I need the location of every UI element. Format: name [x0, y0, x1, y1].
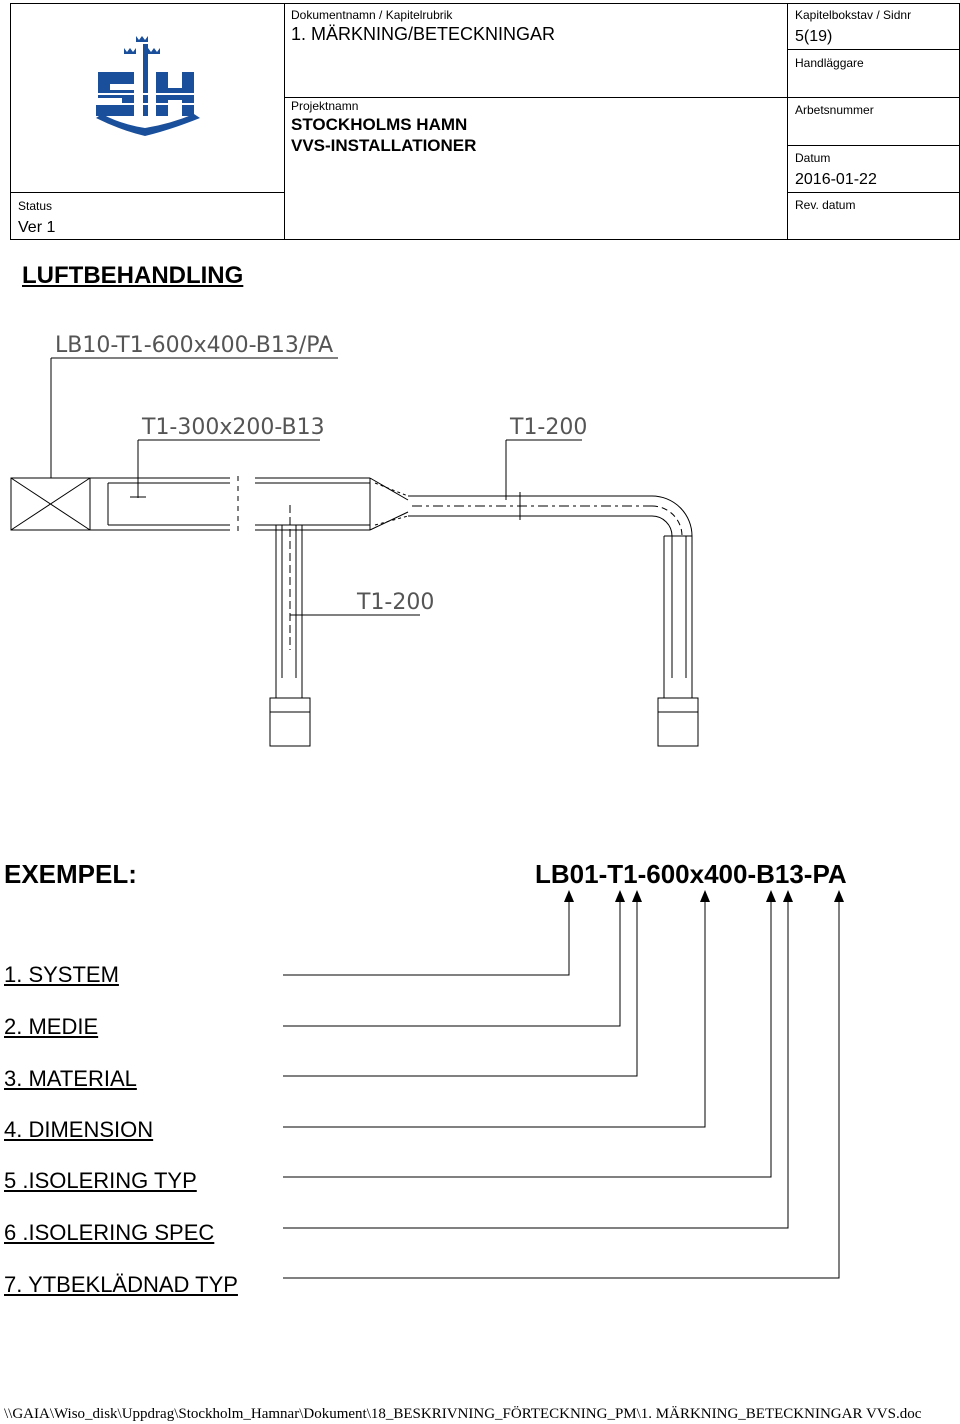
company-logo [90, 32, 206, 140]
legend-item-isolering-spec: 6 .ISOLERING SPEC [4, 1220, 215, 1245]
arrow-ytbekladnad-typ [834, 890, 844, 902]
document-name-value: 1. MÄRKNING/BETECKNINGAR [291, 24, 556, 44]
drawing-label-right: T1-200 [509, 415, 587, 440]
legend-item-system: 1. SYSTEM [4, 962, 119, 987]
arrow-isolering-spec [783, 890, 793, 902]
legend-item-isolering-typ: 5 .ISOLERING TYP [4, 1168, 197, 1193]
legend-item-dimension: 4. DIMENSION [4, 1117, 154, 1142]
handler-label: Handläggare [795, 56, 864, 70]
legend-item-material: 3. MATERIAL [4, 1066, 137, 1091]
project-name-label: Projektnamn [291, 99, 359, 113]
project-name-line1: STOCKHOLMS HAMN [291, 115, 468, 134]
document-name-label: Dokumentnamn / Kapitelrubrik [291, 8, 453, 22]
damper-box [10, 477, 91, 531]
stockholms-hamn-crown-logo-icon [96, 36, 200, 136]
revision-date-label: Rev. datum [795, 198, 856, 212]
project-name-line2: VVS-INSTALLATIONER [291, 136, 477, 155]
section-title: LUFTBEHANDLING [22, 262, 244, 289]
legend-item-ytbekladnad-typ: 7. YTBEKLÄDNAD TYP [4, 1272, 238, 1297]
legend-item-medie: 2. MEDIE [4, 1014, 99, 1039]
arrow-material [632, 890, 642, 902]
date-label: Datum [795, 151, 831, 165]
drawing-label-main: LB10-T1-600x400-B13/PA [55, 333, 333, 358]
chapter-value: 5(19) [795, 28, 833, 45]
arrow-isolering-typ [766, 890, 776, 902]
status-value: Ver 1 [18, 219, 56, 236]
example-label: EXEMPEL: [4, 859, 137, 889]
arrow-medie [615, 890, 625, 902]
date-value: 2016-01-22 [795, 171, 877, 188]
footer-file-path: \\GAIA\Wiso_disk\Uppdrag\Stockholm_Hamna… [4, 1406, 922, 1422]
drawing-label-lower: T1-200 [356, 590, 434, 615]
drawing-label-branch: T1-300x200-B13 [141, 415, 325, 440]
terminal-left [269, 697, 311, 747]
duct-drawing: LB10-T1-600x400-B13/PA T1-300x200-B13 T1… [10, 333, 699, 747]
arrow-dimension [700, 890, 710, 902]
chapter-label: Kapitelbokstav / Sidnr [795, 8, 912, 22]
work-number-label: Arbetsnummer [795, 103, 874, 117]
arrow-system [564, 890, 574, 902]
terminal-right [657, 697, 699, 747]
example-code: LB01-T1-600x400-B13-PA [535, 859, 847, 889]
status-label: Status [18, 199, 53, 213]
